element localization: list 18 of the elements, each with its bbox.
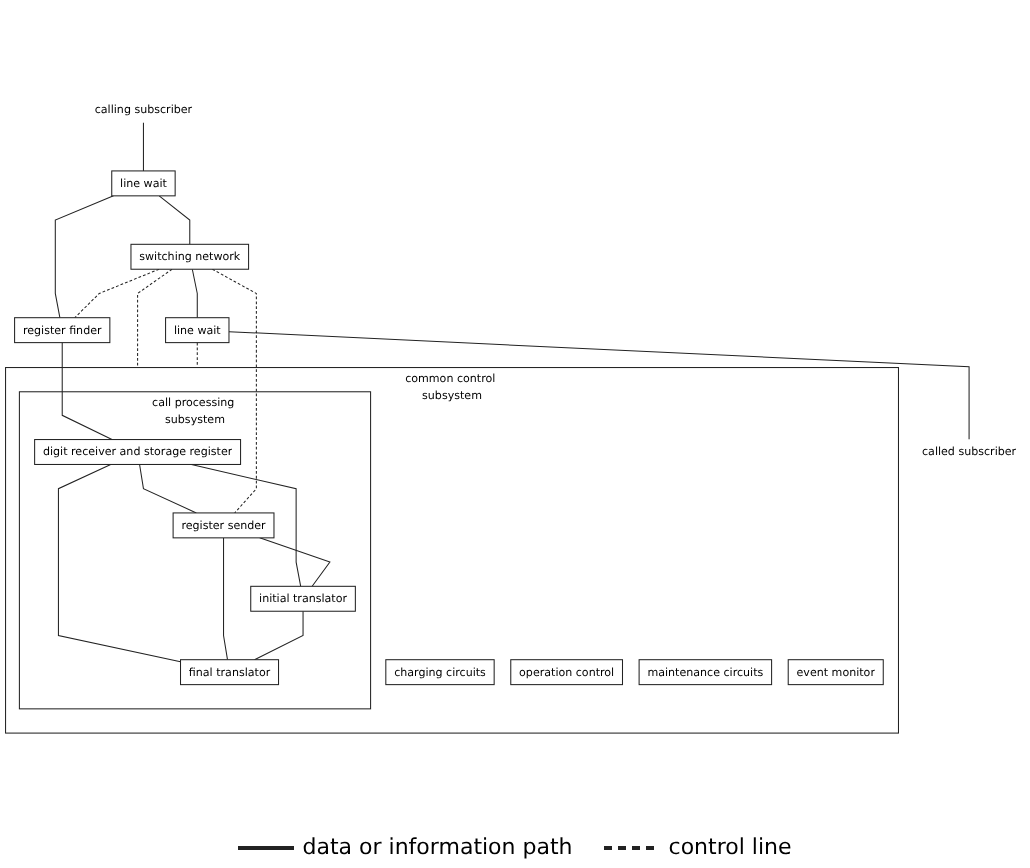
connector: [158, 195, 191, 245]
legend-text: control line: [668, 834, 792, 860]
connector: [139, 463, 197, 514]
connector: [74, 268, 160, 318]
connector: [61, 341, 113, 440]
connector: [253, 610, 304, 660]
connector: [211, 268, 257, 514]
connector: [196, 341, 198, 368]
connector: [57, 463, 182, 662]
connector: [190, 463, 302, 587]
connector: [228, 330, 970, 440]
connector: [191, 268, 198, 318]
connector: [142, 121, 144, 172]
legend-text: data or information path: [302, 834, 573, 860]
connector: [54, 195, 115, 318]
connector: [137, 268, 173, 368]
connector: [223, 537, 228, 660]
connector: [259, 537, 331, 587]
